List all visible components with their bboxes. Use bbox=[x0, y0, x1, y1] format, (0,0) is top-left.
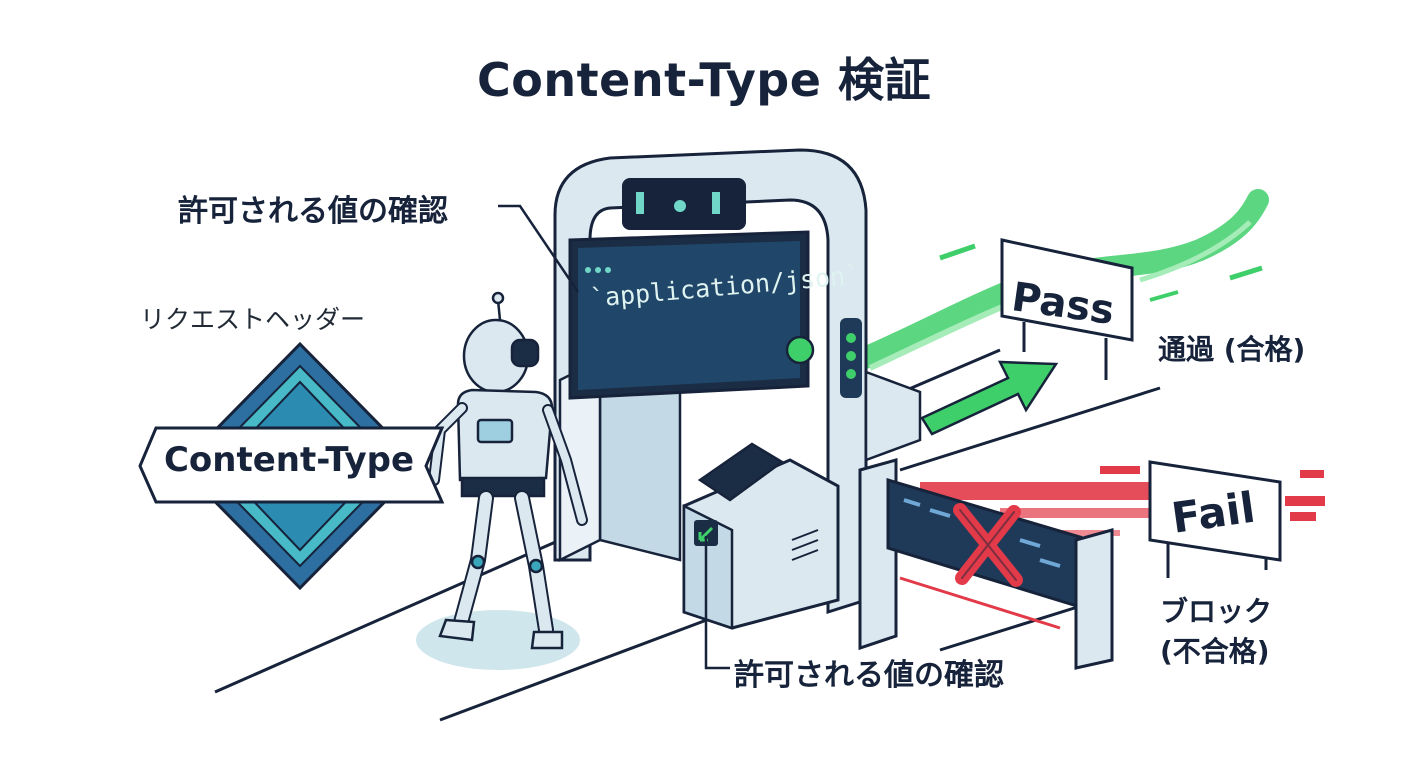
content-type-badge-text: Content-Type bbox=[163, 440, 415, 480]
fail-sign bbox=[1148, 460, 1282, 578]
page-title: Content-Type 検証 bbox=[477, 53, 931, 107]
fail-caption: ブロック (不合格) bbox=[1160, 592, 1272, 672]
request-header-label: リクエストヘッダー bbox=[140, 305, 366, 334]
leader-lines bbox=[498, 204, 730, 670]
allowed-values-label-top: 許可される値の確認 bbox=[178, 194, 448, 229]
pass-caption: 通過 (合格) bbox=[1158, 333, 1306, 366]
robot bbox=[416, 291, 588, 670]
pass-sign bbox=[1000, 238, 1134, 380]
fail-caption-line1: ブロック bbox=[1160, 595, 1273, 628]
gate-passage bbox=[558, 357, 922, 563]
allowed-values-label-bottom: 許可される値の確認 bbox=[734, 658, 1004, 693]
fail-stream bbox=[899, 466, 1325, 630]
gate-screen bbox=[568, 230, 815, 400]
fail-barrier bbox=[858, 458, 1114, 670]
fail-caption-line2: (不合格) bbox=[1160, 635, 1270, 668]
kiosk bbox=[682, 442, 840, 630]
pass-arrow bbox=[920, 360, 1059, 436]
content-type-badge bbox=[138, 341, 445, 591]
